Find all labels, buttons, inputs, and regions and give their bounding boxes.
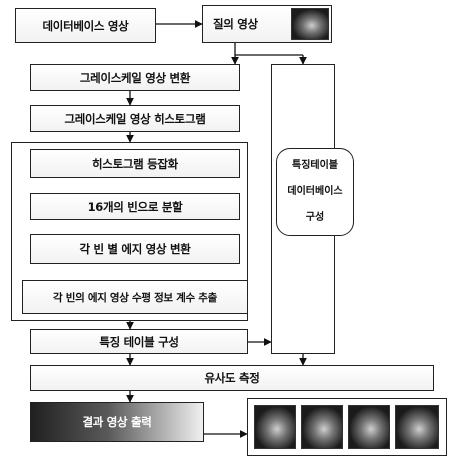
node-grayscale-convert-label: 그레이스케일 영상 변환 (79, 70, 191, 85)
node-grayscale-histogram: 그레이스케일 영상 히스토그램 (30, 105, 240, 132)
node-result-output-label: 결과 영상 출력 (82, 415, 152, 429)
node-histogram-equalization-label: 히스토그램 등잡화 (92, 156, 178, 171)
result-thumbnail-2 (301, 405, 343, 449)
side-box-line-3: 구성 (305, 212, 325, 223)
side-box-line-1: 특징테이블 (292, 160, 338, 171)
node-database-image: 데이터베이스 영상 (15, 8, 156, 43)
node-histogram-equalization: 히스토그램 등잡화 (30, 149, 240, 178)
node-query-image: 질의 영상 (202, 5, 332, 43)
node-similarity: 유사도 측정 (30, 365, 434, 391)
query-image-thumbnail (291, 8, 329, 40)
node-edge-horizontal-coeff: 각 빈의 에지 영상 수평 정보 계수 추출 (22, 280, 248, 314)
side-box-line-2: 데이터베이스 (287, 186, 343, 197)
node-database-image-label: 데이터베이스 영상 (42, 18, 129, 33)
result-thumbnail-4 (395, 405, 439, 449)
result-thumbnails-panel (247, 398, 447, 456)
node-query-image-label: 질의 영상 (213, 17, 258, 31)
node-grayscale-histogram-label: 그레이스케일 영상 히스토그램 (64, 111, 206, 126)
node-feature-table-build: 특징 테이블 구성 (30, 329, 248, 354)
node-split-bins-label: 16개의 빈으로 분할 (87, 199, 183, 214)
node-edge-horizontal-coeff-label: 각 빈의 에지 영상 수평 정보 계수 추출 (53, 291, 217, 304)
node-edge-convert-per-bin: 각 빈 별 에지 영상 변환 (30, 234, 240, 264)
node-edge-convert-per-bin-label: 각 빈 별 에지 영상 변환 (79, 242, 191, 256)
node-feature-table-build-label: 특징 테이블 구성 (99, 334, 179, 349)
result-thumbnail-3 (348, 405, 390, 449)
result-thumbnail-1 (254, 405, 296, 449)
node-grayscale-convert: 그레이스케일 영상 변환 (30, 64, 240, 91)
node-feature-table-database: 특징테이블 데이터베이스 구성 (276, 148, 354, 236)
node-result-output: 결과 영상 출력 (30, 402, 204, 442)
node-similarity-label: 유사도 측정 (204, 371, 260, 385)
node-split-bins: 16개의 빈으로 분할 (30, 193, 240, 220)
